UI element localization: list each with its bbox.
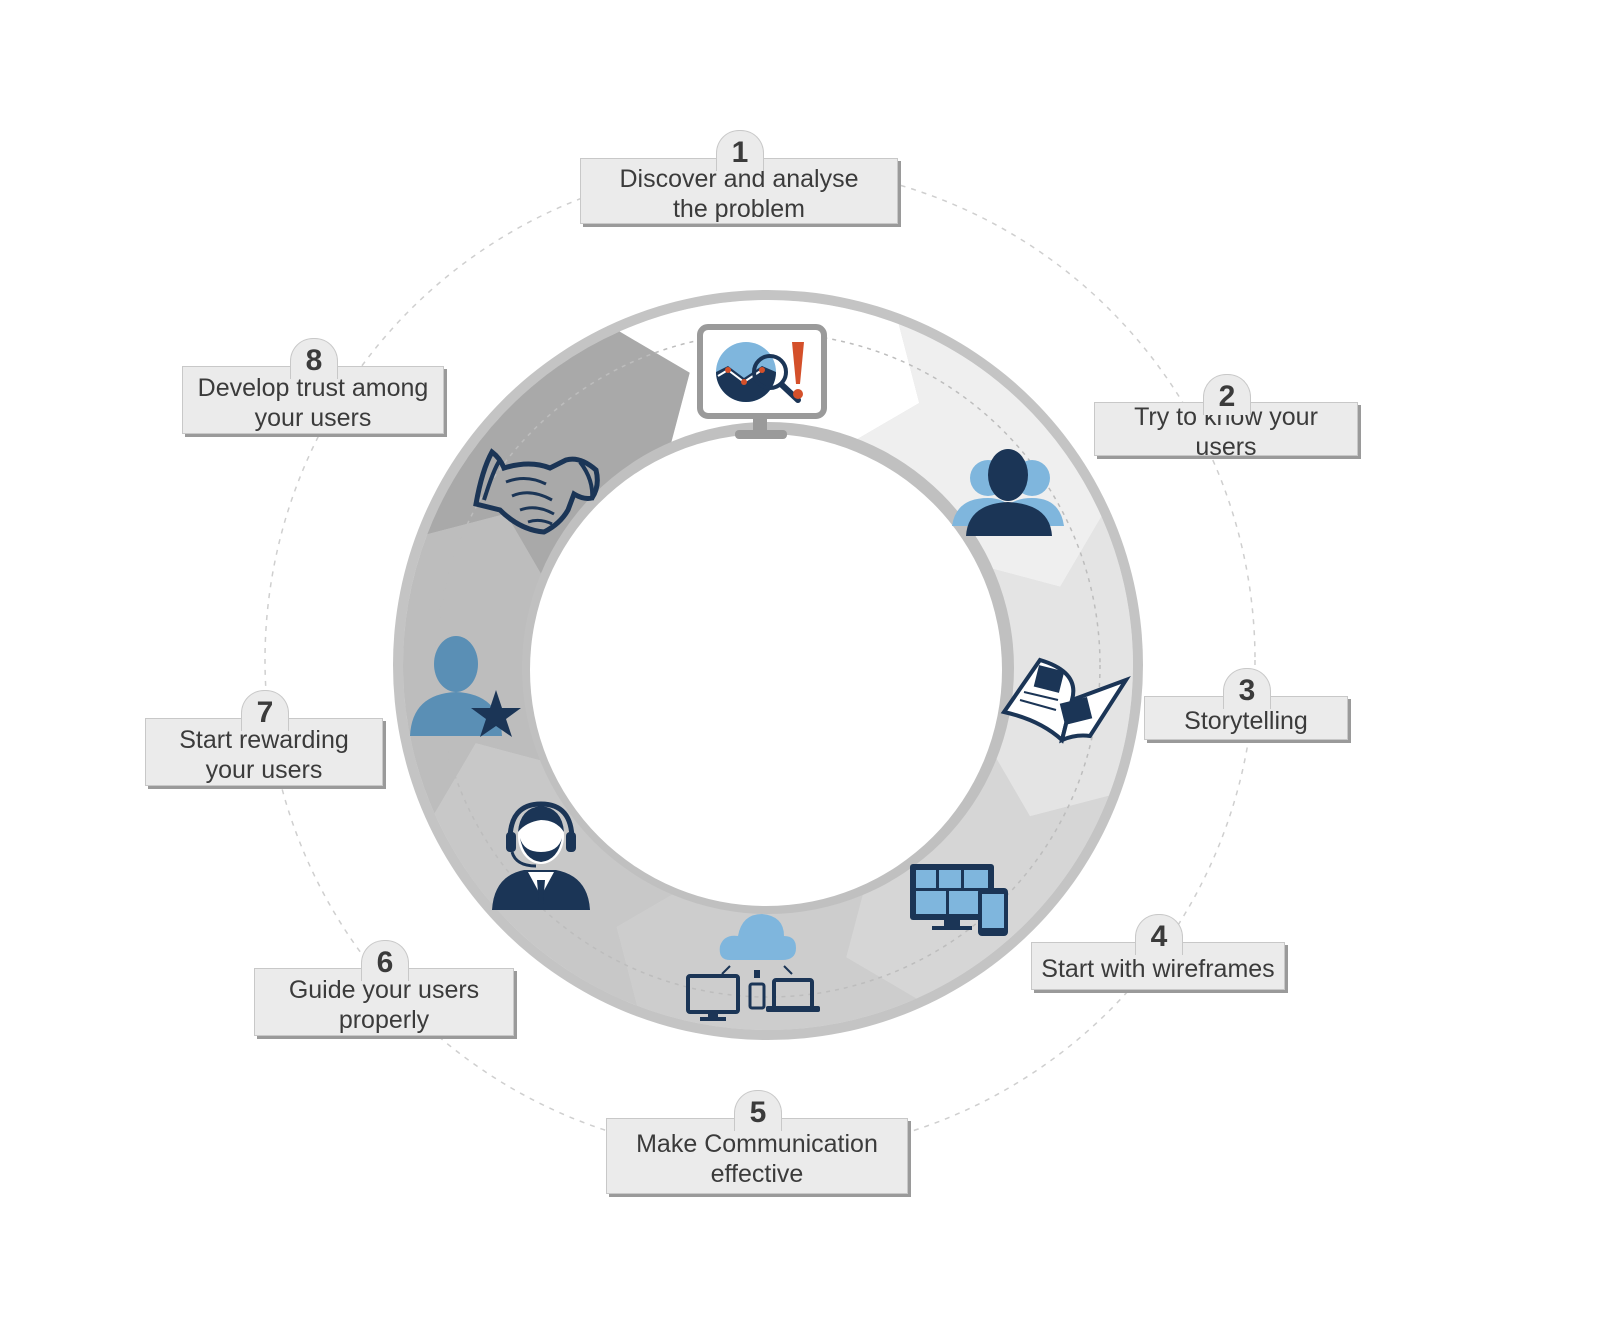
cloud-network-icon [686, 914, 820, 1021]
step-1-label: Discover and analyse the problem [619, 165, 859, 223]
user-star-icon [410, 636, 521, 737]
devices-wireframe-icon [910, 864, 1008, 936]
step-4[interactable]: Start with wireframes 4 [1031, 914, 1285, 990]
step-5-label: Make Communication effective [636, 1130, 878, 1188]
ring-center [530, 434, 1002, 906]
step-4-number-tab: 4 [1135, 914, 1183, 955]
step-7-box: Start rewarding your users [145, 718, 383, 786]
monitor-analytics-icon [697, 324, 827, 439]
step-2-number-tab: 2 [1203, 374, 1251, 415]
users-group-icon [952, 449, 1064, 536]
step-2[interactable]: Try to know your users 2 [1094, 374, 1358, 461]
step-5[interactable]: Make Communication effective 5 [606, 1090, 908, 1194]
step-7-number-tab: 7 [241, 690, 289, 731]
handshake-icon [473, 448, 600, 535]
step-1[interactable]: Discover and analyse the problem 1 [580, 130, 898, 224]
step-8[interactable]: Develop trust among your users 8 [182, 338, 444, 434]
step-4-label: Start with wireframes [1041, 955, 1275, 983]
ring-segment-3 [987, 516, 1133, 817]
step-8-number-tab: 8 [290, 338, 338, 379]
step-3[interactable]: Storytelling 3 [1144, 668, 1348, 740]
step-3-number-tab: 3 [1223, 668, 1271, 709]
step-7[interactable]: Start rewarding your users 7 [145, 690, 383, 786]
inner-dashed-circle [435, 332, 1101, 998]
support-agent-icon [492, 801, 590, 910]
step-1-number-tab: 1 [716, 130, 764, 171]
ring-segment-8 [427, 331, 690, 579]
step-6[interactable]: Guide your users properly 6 [254, 940, 514, 1036]
step-6-label: Guide your users properly [288, 976, 480, 1034]
open-book-icon [1000, 657, 1131, 744]
step-3-label: Storytelling [1184, 707, 1308, 735]
step-5-number-tab: 5 [734, 1090, 782, 1131]
step-6-number-tab: 6 [361, 940, 409, 981]
step-7-label: Start rewarding your users [179, 726, 349, 784]
